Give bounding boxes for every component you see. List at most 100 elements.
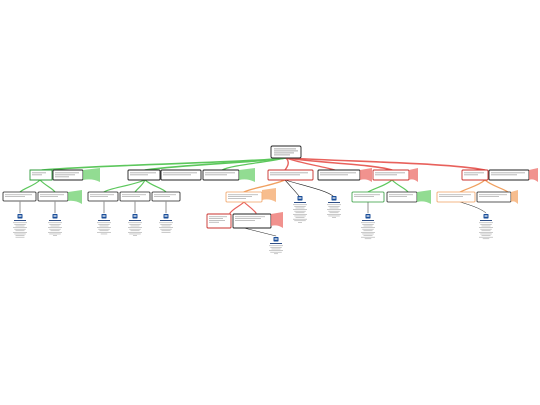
- connector-b3-c: [284, 179, 334, 197]
- leaf-text-line: [362, 224, 374, 225]
- leaf-node[interactable]: [361, 214, 375, 240]
- leaf-text-line: [294, 220, 306, 222]
- leaf-text-line: [130, 230, 140, 232]
- leaf-node[interactable]: [48, 214, 62, 236]
- branch-3-child-a[interactable]: [225, 191, 263, 203]
- leaf-text-line: [332, 217, 336, 218]
- connector-b5-b: [484, 179, 509, 193]
- leaf-text-line: [271, 248, 281, 250]
- leaf-text-line: [361, 236, 375, 238]
- leaf-node[interactable]: [293, 196, 307, 223]
- leaf-text-line: [161, 230, 171, 232]
- leaf-text-line: [13, 232, 27, 233]
- branch-2-node-a[interactable]: [127, 169, 161, 181]
- leaf-text-line: [362, 233, 374, 235]
- leaf-text-line: [50, 230, 60, 232]
- connector-b4-a: [367, 179, 393, 193]
- leaf-text-line: [480, 228, 492, 230]
- branch-2-child-b[interactable]: [119, 191, 151, 202]
- connector-b1-a: [19, 179, 41, 193]
- leaf-text-line: [49, 233, 61, 235]
- leaf-text-line: [329, 207, 339, 209]
- leaf-text-line: [274, 253, 278, 255]
- branch-2-child-a[interactable]: [87, 191, 119, 202]
- leaf-text-line: [128, 227, 142, 228]
- branch-3-grandchild-a[interactable]: [206, 213, 232, 229]
- leaf-node[interactable]: [479, 214, 493, 240]
- leaf-text-line: [129, 233, 141, 235]
- leaf-text-line: [269, 250, 283, 251]
- leaf-text-line: [48, 222, 62, 224]
- connector-leaf-6: [229, 201, 245, 214]
- branch-5-child-a[interactable]: [436, 191, 476, 203]
- leaf-layer: [13, 196, 493, 255]
- leaf-text-line: [481, 230, 491, 232]
- branch-1-node-a[interactable]: [29, 169, 53, 181]
- leaf-title-bar: [294, 202, 306, 203]
- leaf-text-line: [270, 251, 282, 253]
- leaf-node[interactable]: [327, 196, 341, 218]
- leaf-title-bar: [480, 220, 492, 221]
- leaf-text-line: [99, 230, 109, 232]
- leaf-text-line: [361, 232, 375, 233]
- leaf-text-line: [361, 222, 375, 224]
- branch-2-child-c[interactable]: [151, 191, 181, 202]
- leaf-text-line: [13, 222, 27, 224]
- leaf-text-line: [294, 206, 306, 207]
- branch-3-node-a[interactable]: [267, 169, 314, 181]
- leaf-node[interactable]: [269, 237, 283, 255]
- branch-1-child-a[interactable]: [2, 191, 37, 202]
- leaf-text-line: [14, 233, 26, 235]
- leaf-node[interactable]: [13, 214, 27, 238]
- leaf-title-bar: [129, 220, 141, 221]
- person-icon: [483, 214, 489, 219]
- leaf-text-line: [13, 227, 27, 228]
- branch-5-node-b[interactable]: [488, 169, 530, 181]
- leaf-text-line: [294, 210, 306, 212]
- branch-2-node-c[interactable]: [202, 169, 240, 181]
- branch-4-child-a[interactable]: [351, 191, 385, 203]
- branch-4-node-a[interactable]: [372, 169, 410, 181]
- branch-2-node-b[interactable]: [160, 169, 202, 181]
- branch-1-child-b[interactable]: [37, 191, 69, 202]
- branch-3-grandchild-b[interactable]: [232, 213, 272, 229]
- leaf-text-line: [269, 245, 283, 247]
- leaf-node[interactable]: [97, 214, 111, 235]
- leaf-text-line: [481, 225, 491, 227]
- leaf-text-line: [50, 225, 60, 227]
- connector-b5-a: [459, 179, 486, 193]
- root-node[interactable]: [270, 145, 302, 159]
- branch-5-node-a[interactable]: [461, 169, 489, 181]
- branch-4-child-b[interactable]: [386, 191, 418, 203]
- leaf-title-bar: [270, 243, 282, 244]
- branch-5-tail: [529, 168, 538, 182]
- leaf-text-line: [129, 228, 141, 230]
- leaf-text-line: [361, 227, 375, 228]
- connector-b3-b: [284, 179, 300, 197]
- branch-1-tail: [83, 168, 100, 182]
- document-icon: [331, 196, 337, 201]
- leaf-node[interactable]: [159, 214, 173, 233]
- leaf-text-line: [327, 214, 341, 215]
- leaf-text-line: [133, 235, 137, 236]
- leaf-node[interactable]: [128, 214, 142, 236]
- leaf-text-line: [479, 222, 493, 224]
- branch-1-node-b[interactable]: [52, 169, 84, 181]
- leaf-text-line: [48, 227, 62, 228]
- leaf-text-line: [100, 233, 108, 235]
- branch-3-grandchild-tail: [271, 212, 283, 228]
- branch-4-tail: [409, 168, 418, 182]
- connector-leaf-6b: [243, 201, 257, 214]
- branch-5-child-b[interactable]: [476, 191, 512, 203]
- leaf-text-line: [161, 232, 171, 233]
- leaf-text-line: [295, 212, 305, 214]
- leaf-text-line: [329, 212, 339, 214]
- connector-root-branch-5: [285, 157, 486, 171]
- leaf-text-line: [14, 228, 26, 230]
- leaf-text-line: [161, 225, 171, 227]
- briefcase-icon: [365, 214, 371, 219]
- branch-3-node-b[interactable]: [317, 169, 361, 181]
- leaf-title-bar: [49, 220, 61, 221]
- leaf-text-line: [53, 235, 57, 236]
- leaf-text-line: [293, 209, 307, 210]
